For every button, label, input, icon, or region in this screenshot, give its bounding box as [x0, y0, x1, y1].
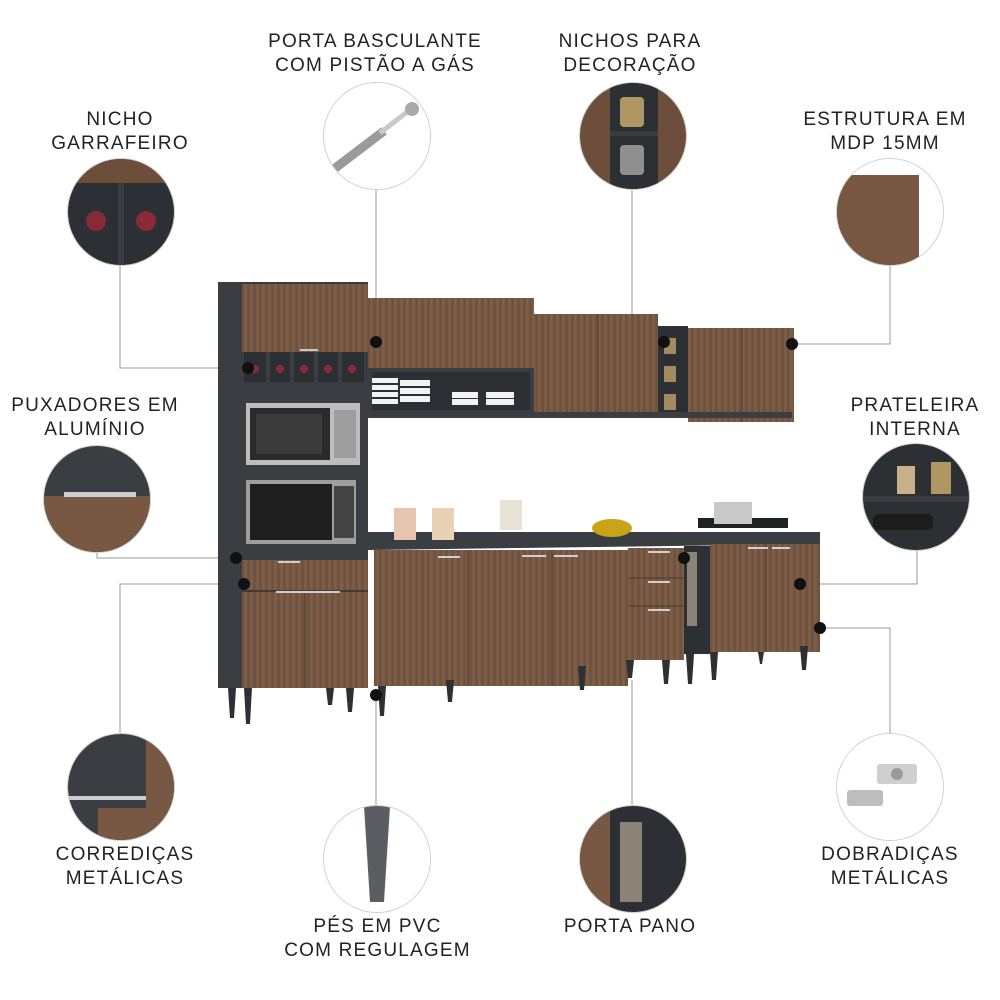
label-dobradicas: DOBRADIÇAS METÁLICAS — [821, 844, 959, 889]
label-nichos-decoracao: NICHOS PARA DECORAÇÃO — [558, 31, 702, 76]
adjustable-foot-icon — [324, 806, 430, 912]
hinge-icon — [837, 734, 943, 840]
detail-estrutura-mdp — [836, 158, 944, 266]
gas-piston-icon — [324, 83, 430, 189]
detail-dobradicas — [836, 733, 944, 841]
shelf-icon — [863, 444, 969, 550]
detail-corredicas — [67, 733, 175, 841]
connection-dots — [230, 336, 826, 701]
detail-porta-basculante — [323, 82, 431, 190]
label-corredicas: CORREDIÇAS METÁLICAS — [55, 844, 195, 889]
handle-icon — [44, 446, 150, 552]
decor-niche-icon — [580, 83, 686, 189]
upper-cabinets — [368, 298, 794, 422]
drawer-slide-icon — [68, 734, 174, 840]
label-porta-pano: PORTA PANO — [563, 916, 697, 937]
detail-pes-pvc — [323, 805, 431, 913]
label-prateleira: PRATELEIRA INTERNA — [850, 395, 980, 440]
detail-prateleira — [862, 443, 970, 551]
mdp-panel-icon — [837, 159, 943, 265]
base-cabinets — [368, 500, 820, 716]
label-nicho-garrafeiro: NICHO GARRAFEIRO — [51, 109, 189, 154]
label-puxadores: PUXADORES EM ALUMÍNIO — [11, 395, 179, 440]
label-porta-basculante: PORTA BASCULANTE COM PISTÃO A GÁS — [268, 31, 482, 76]
towel-rack-icon — [580, 806, 686, 912]
detail-porta-pano — [579, 805, 687, 913]
label-estrutura-mdp: ESTRUTURA EM MDP 15MM — [803, 109, 967, 154]
wine-rack-icon — [68, 159, 174, 265]
detail-nicho-garrafeiro — [67, 158, 175, 266]
label-pes-pvc: PÉS EM PVC COM REGULAGEM — [284, 916, 471, 961]
tall-column — [218, 282, 368, 724]
detail-puxadores — [43, 445, 151, 553]
detail-nichos-decoracao — [579, 82, 687, 190]
